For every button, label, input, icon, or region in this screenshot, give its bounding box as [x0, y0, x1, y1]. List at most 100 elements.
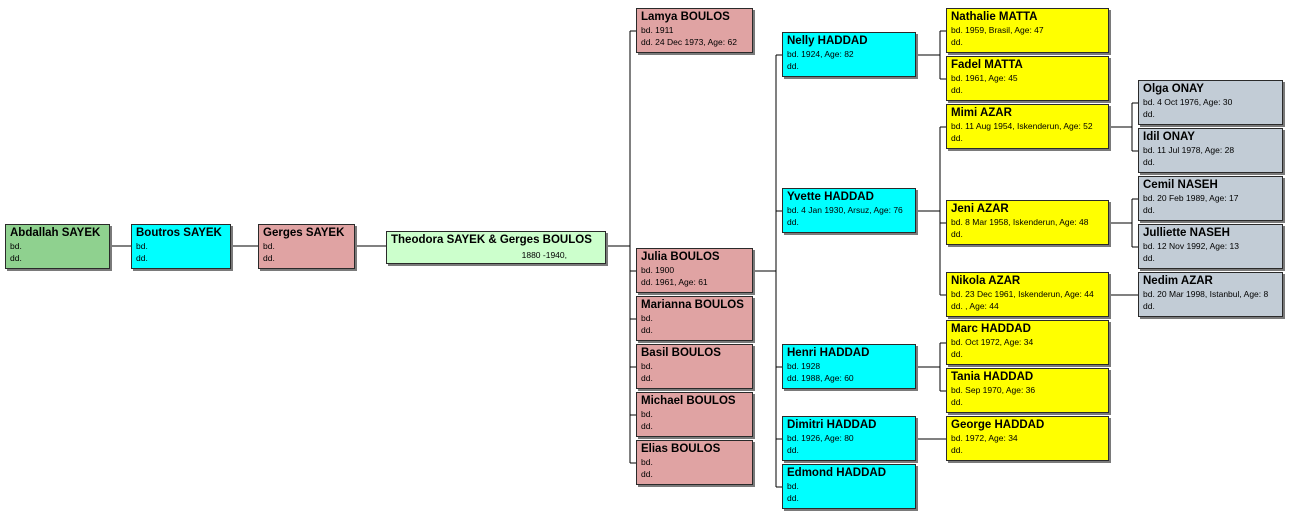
- person-card-boutros-sayek[interactable]: Boutros SAYEK bd. dd.: [131, 224, 231, 269]
- birth-date: bd. 1959, Brasil, Age: 47: [951, 25, 1044, 35]
- person-card-lamya-boulos[interactable]: Lamya BOULOS bd. 1911 dd. 24 Dec 1973, A…: [636, 8, 753, 53]
- person-name: Tania HADDAD: [951, 371, 1034, 383]
- person-name: Jeni AZAR: [951, 203, 1009, 215]
- person-card-marc-haddad[interactable]: Marc HADDAD bd. Oct 1972, Age: 34 dd.: [946, 320, 1109, 365]
- person-name: Marc HADDAD: [951, 323, 1031, 335]
- death-date: dd.: [951, 229, 963, 239]
- person-card-yvette-haddad[interactable]: Yvette HADDAD bd. 4 Jan 1930, Arsuz, Age…: [782, 188, 916, 233]
- death-date: dd.: [787, 445, 799, 455]
- couple-dates: 1880 -1940,: [521, 250, 567, 260]
- person-card-michael-boulos[interactable]: Michael BOULOS bd. dd.: [636, 392, 753, 437]
- person-name: Michael BOULOS: [641, 395, 736, 407]
- person-card-marianna-boulos[interactable]: Marianna BOULOS bd. dd.: [636, 296, 753, 341]
- death-date: dd.: [1143, 301, 1155, 311]
- death-date: dd.: [1143, 157, 1155, 167]
- death-date: dd. , Age: 44: [951, 301, 999, 311]
- person-card-nathalie-matta[interactable]: Nathalie MATTA bd. 1959, Brasil, Age: 47…: [946, 8, 1109, 53]
- person-name: Boutros SAYEK: [136, 227, 222, 239]
- person-card-basil-boulos[interactable]: Basil BOULOS bd. dd.: [636, 344, 753, 389]
- person-name: Basil BOULOS: [641, 347, 721, 359]
- person-name: Marianna BOULOS: [641, 299, 744, 311]
- birth-date: bd. Sep 1970, Age: 36: [951, 385, 1036, 395]
- birth-date: bd. Oct 1972, Age: 34: [951, 337, 1034, 347]
- person-card-julliette-naseh[interactable]: Julliette NASEH bd. 12 Nov 1992, Age: 13…: [1138, 224, 1283, 269]
- person-card-cemil-naseh[interactable]: Cemil NASEH bd. 20 Feb 1989, Age: 17 dd.: [1138, 176, 1283, 221]
- person-card-idil-onay[interactable]: Idil ONAY bd. 11 Jul 1978, Age: 28 dd.: [1138, 128, 1283, 173]
- person-name: Cemil NASEH: [1143, 179, 1218, 191]
- person-name: Gerges SAYEK: [263, 227, 345, 239]
- person-name: Julliette NASEH: [1143, 227, 1230, 239]
- person-name: Edmond HADDAD: [787, 467, 887, 479]
- birth-date: bd. 1900: [641, 265, 675, 275]
- birth-date: bd. 1972, Age: 34: [951, 433, 1018, 443]
- person-card-julia-boulos[interactable]: Julia BOULOS bd. 1900 dd. 1961, Age: 61: [636, 248, 753, 293]
- birth-date: bd.: [787, 481, 799, 491]
- person-card-mimi-azar[interactable]: Mimi AZAR bd. 11 Aug 1954, Iskenderun, A…: [946, 104, 1109, 149]
- death-date: dd.: [10, 253, 22, 263]
- person-card-henri-haddad[interactable]: Henri HADDAD bd. 1928 dd. 1988, Age: 60: [782, 344, 916, 389]
- death-date: dd.: [641, 373, 653, 383]
- birth-date: bd. 20 Feb 1989, Age: 17: [1143, 193, 1239, 203]
- death-date: dd.: [951, 85, 963, 95]
- birth-date: bd.: [136, 241, 148, 251]
- death-date: dd.: [787, 493, 799, 503]
- death-date: dd.: [641, 469, 653, 479]
- death-date: dd.: [951, 397, 963, 407]
- death-date: dd. 1988, Age: 60: [787, 373, 854, 383]
- death-date: dd.: [136, 253, 148, 263]
- death-date: dd.: [1143, 109, 1155, 119]
- death-date: dd.: [787, 217, 799, 227]
- birth-date: bd.: [10, 241, 22, 251]
- person-name: Henri HADDAD: [787, 347, 870, 359]
- person-name: Nathalie MATTA: [951, 11, 1038, 23]
- birth-date: bd. 4 Jan 1930, Arsuz, Age: 76: [787, 205, 903, 215]
- birth-date: bd.: [641, 457, 653, 467]
- person-card-abdallah-sayek[interactable]: Abdallah SAYEK bd. dd.: [5, 224, 110, 269]
- person-name: Elias BOULOS: [641, 443, 721, 455]
- death-date: dd.: [787, 61, 799, 71]
- death-date: dd.: [951, 445, 963, 455]
- birth-date: bd. 20 Mar 1998, Istanbul, Age: 8: [1143, 289, 1269, 299]
- couple-card-theodora-gerges[interactable]: Theodora SAYEK & Gerges BOULOS 1880 -194…: [386, 231, 606, 264]
- death-date: dd.: [951, 349, 963, 359]
- person-card-nelly-haddad[interactable]: Nelly HADDAD bd. 1924, Age: 82 dd.: [782, 32, 916, 77]
- birth-date: bd. 1926, Age: 80: [787, 433, 854, 443]
- person-card-george-haddad[interactable]: George HADDAD bd. 1972, Age: 34 dd.: [946, 416, 1109, 461]
- death-date: dd.: [951, 37, 963, 47]
- person-card-jeni-azar[interactable]: Jeni AZAR bd. 8 Mar 1958, Iskenderun, Ag…: [946, 200, 1109, 245]
- birth-date: bd. 12 Nov 1992, Age: 13: [1143, 241, 1239, 251]
- person-name: Nedim AZAR: [1143, 275, 1213, 287]
- person-name: Nelly HADDAD: [787, 35, 868, 47]
- person-name: Mimi AZAR: [951, 107, 1012, 119]
- person-card-tania-haddad[interactable]: Tania HADDAD bd. Sep 1970, Age: 36 dd.: [946, 368, 1109, 413]
- birth-date: bd. 11 Jul 1978, Age: 28: [1143, 145, 1235, 155]
- birth-date: bd. 1924, Age: 82: [787, 49, 854, 59]
- person-card-nikola-azar[interactable]: Nikola AZAR bd. 23 Dec 1961, Iskenderun,…: [946, 272, 1109, 317]
- person-name: Abdallah SAYEK: [10, 227, 101, 239]
- birth-date: bd.: [641, 313, 653, 323]
- person-card-dimitri-haddad[interactable]: Dimitri HADDAD bd. 1926, Age: 80 dd.: [782, 416, 916, 461]
- death-date: dd.: [1143, 253, 1155, 263]
- death-date: dd.: [641, 421, 653, 431]
- death-date: dd. 1961, Age: 61: [641, 277, 708, 287]
- death-date: dd.: [1143, 205, 1155, 215]
- birth-date: bd.: [641, 361, 653, 371]
- birth-date: bd. 1911: [641, 25, 674, 35]
- person-name: Olga ONAY: [1143, 83, 1204, 95]
- person-card-fadel-matta[interactable]: Fadel MATTA bd. 1961, Age: 45 dd.: [946, 56, 1109, 101]
- person-name: George HADDAD: [951, 419, 1045, 431]
- person-name: Fadel MATTA: [951, 59, 1023, 71]
- person-card-gerges-sayek[interactable]: Gerges SAYEK bd. dd.: [258, 224, 355, 269]
- birth-date: bd. 8 Mar 1958, Iskenderun, Age: 48: [951, 217, 1089, 227]
- person-name: Nikola AZAR: [951, 275, 1021, 287]
- person-card-nedim-azar[interactable]: Nedim AZAR bd. 20 Mar 1998, Istanbul, Ag…: [1138, 272, 1283, 317]
- birth-date: bd. 23 Dec 1961, Iskenderun, Age: 44: [951, 289, 1094, 299]
- person-card-edmond-haddad[interactable]: Edmond HADDAD bd. dd.: [782, 464, 916, 509]
- person-card-elias-boulos[interactable]: Elias BOULOS bd. dd.: [636, 440, 753, 485]
- birth-date: bd.: [641, 409, 653, 419]
- person-card-olga-onay[interactable]: Olga ONAY bd. 4 Oct 1976, Age: 30 dd.: [1138, 80, 1283, 125]
- death-date: dd.: [641, 325, 653, 335]
- person-name: Julia BOULOS: [641, 251, 720, 263]
